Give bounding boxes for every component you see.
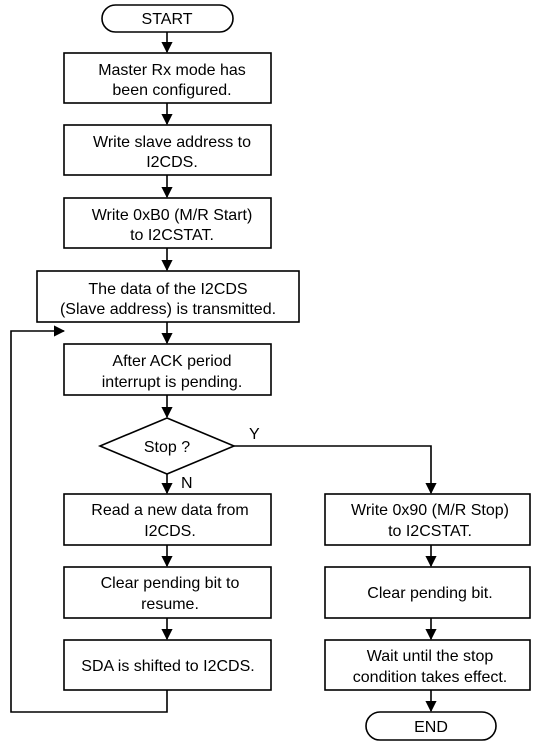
- step-write-start: Write 0xB0 (M/R Start) to I2CSTAT.: [63, 197, 272, 249]
- step-wait-line2: condition takes effect.: [353, 669, 507, 686]
- step-clear-resume-line2: resume.: [141, 596, 199, 613]
- arrow-yes-branch: [234, 445, 437, 495]
- step-wait-stop: Wait until the stop condition takes effe…: [324, 639, 531, 691]
- step-clear-resume: Clear pending bit to resume.: [63, 566, 272, 619]
- decision-label: Stop ?: [144, 439, 190, 456]
- yes-label: Y: [249, 426, 260, 443]
- step-configured: Master Rx mode has been configured.: [63, 52, 272, 104]
- step-write-start-line2: to I2CSTAT.: [130, 227, 214, 244]
- step-transmitted-line1: The data of the I2CDS: [88, 281, 247, 298]
- step-write-stop: Write 0x90 (M/R Stop) to I2CSTAT.: [324, 493, 531, 546]
- step-clear-pending-line1: Clear pending bit.: [367, 585, 492, 602]
- step-ack-pending: After ACK period interrupt is pending.: [63, 343, 272, 396]
- step-ack-line2: interrupt is pending.: [102, 374, 243, 391]
- step-data-transmitted: The data of the I2CDS (Slave address) is…: [36, 270, 300, 323]
- step-write-slave-address: Write slave address to I2CDS.: [63, 124, 272, 176]
- step-read-data: Read a new data from I2CDS.: [63, 493, 272, 546]
- step-sda-shift: SDA is shifted to I2CDS.: [63, 639, 272, 691]
- loop-back-arrow: [10, 325, 168, 713]
- step-sda-line1: SDA is shifted to I2CDS.: [81, 658, 254, 675]
- step-ack-line1: After ACK period: [112, 353, 231, 370]
- step-configured-line2: been configured.: [112, 82, 231, 99]
- step-read-line1: Read a new data from: [91, 502, 248, 519]
- step-clear-resume-line1: Clear pending bit to: [101, 575, 240, 592]
- end-terminal: END: [365, 711, 497, 741]
- step-write-start-line1: Write 0xB0 (M/R Start): [92, 207, 253, 224]
- step-write-stop-line1: Write 0x90 (M/R Stop): [351, 502, 509, 519]
- step-write-slave-line1: Write slave address to: [93, 134, 251, 151]
- decision-stop: Stop ?: [97, 417, 237, 475]
- start-terminal: START: [101, 4, 234, 33]
- step-write-slave-line2: I2CDS.: [146, 154, 198, 171]
- step-transmitted-line2: (Slave address) is transmitted.: [60, 301, 276, 318]
- step-wait-line1: Wait until the stop: [367, 648, 494, 665]
- start-label: START: [142, 11, 193, 28]
- step-clear-pending: Clear pending bit.: [324, 566, 531, 619]
- no-label: N: [181, 475, 193, 492]
- step-read-line2: I2CDS.: [144, 523, 196, 540]
- step-write-stop-line2: to I2CSTAT.: [388, 523, 472, 540]
- end-label: END: [414, 719, 448, 736]
- step-configured-line1: Master Rx mode has: [98, 62, 246, 79]
